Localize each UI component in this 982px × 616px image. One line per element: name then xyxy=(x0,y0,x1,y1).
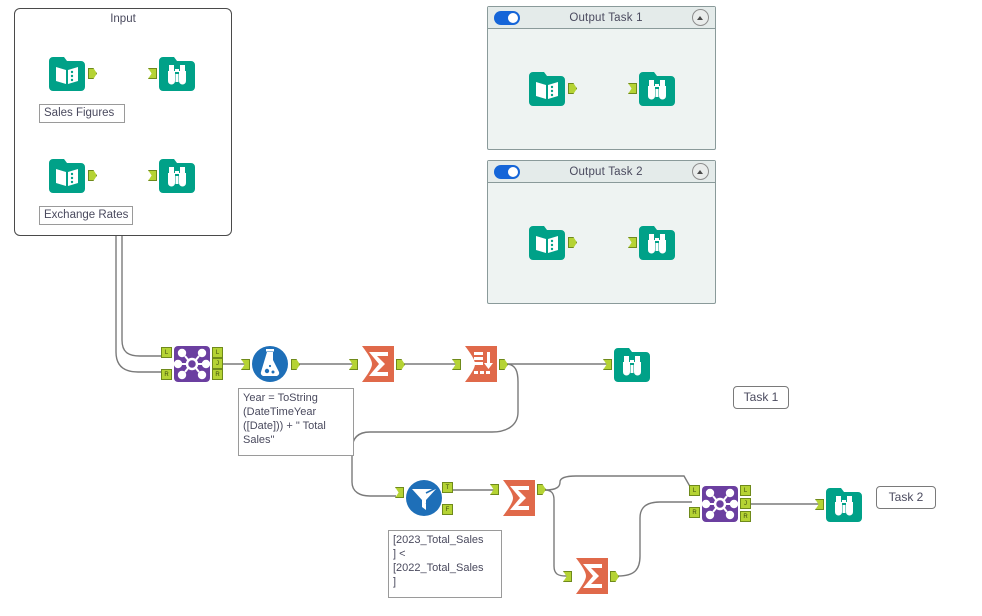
open-book-icon xyxy=(49,159,85,193)
filter-output-anchor-true[interactable]: T xyxy=(442,482,453,493)
wire-summarize3-to-join2-right xyxy=(617,501,692,577)
tool-browse-ot2[interactable] xyxy=(628,222,677,262)
container-output-task-2[interactable]: Output Task 2 xyxy=(487,160,716,304)
output-anchor[interactable] xyxy=(88,170,97,181)
label-task-1[interactable]: Task 1 xyxy=(733,386,789,409)
tool-join-2[interactable]: L R L J R xyxy=(689,484,751,524)
crosstab-icon xyxy=(465,346,497,382)
tool-input-data-ot2[interactable] xyxy=(527,222,577,262)
annotation-filter-expression[interactable]: [2023_Total_Sales ] < [2022_Total_Sales … xyxy=(388,530,502,598)
tool-browse-task-2[interactable] xyxy=(815,484,864,524)
annotation-formula-expression[interactable]: Year = ToString (DateTimeYear ([Date])) … xyxy=(238,388,354,456)
label-task-2[interactable]: Task 2 xyxy=(876,486,936,509)
container-output-task-1-header: Output Task 1 xyxy=(488,7,715,29)
output-anchor[interactable] xyxy=(396,359,405,370)
tool-filter-1[interactable]: T F xyxy=(395,478,453,518)
output-anchor[interactable] xyxy=(499,359,508,370)
join-output-anchor-join[interactable]: J xyxy=(212,358,223,369)
input-anchor[interactable] xyxy=(241,359,250,370)
container-input-title: Input xyxy=(110,13,136,25)
tool-input-data-ot1[interactable] xyxy=(527,68,577,108)
input-anchor[interactable] xyxy=(815,499,824,510)
tool-browse-exchange[interactable] xyxy=(148,155,197,195)
chevron-up-icon[interactable] xyxy=(692,9,709,26)
binoculars-icon xyxy=(159,57,195,91)
tool-input-data-sales[interactable] xyxy=(47,53,97,93)
join-hub-icon xyxy=(173,346,211,382)
label-exchange-rates[interactable]: Exchange Rates xyxy=(39,206,133,225)
container-output-task-2-header: Output Task 2 xyxy=(488,161,715,183)
output-anchor[interactable] xyxy=(537,484,546,495)
output-anchor[interactable] xyxy=(610,571,619,582)
join-output-anchor-right[interactable]: R xyxy=(212,369,223,380)
container-output-task-1-toggle[interactable] xyxy=(494,10,520,25)
tool-browse-task-1[interactable] xyxy=(603,344,652,384)
tool-summarize-2[interactable] xyxy=(490,478,546,518)
output-anchor[interactable] xyxy=(88,68,97,79)
wire-summarize2-to-summarize3 xyxy=(544,489,570,577)
join-input-anchor-right[interactable]: R xyxy=(161,369,172,380)
tool-browse-ot1[interactable] xyxy=(628,68,677,108)
open-book-icon xyxy=(529,72,565,106)
input-anchor[interactable] xyxy=(349,359,358,370)
label-sales-figures[interactable]: Sales Figures xyxy=(39,104,125,123)
join-input-anchor-left[interactable]: L xyxy=(161,347,172,358)
container-output-task-1[interactable]: Output Task 1 xyxy=(487,6,716,150)
binoculars-icon xyxy=(826,488,862,522)
input-anchor[interactable] xyxy=(395,487,404,498)
flask-icon xyxy=(252,346,288,382)
join-output-anchor-left[interactable]: L xyxy=(212,347,223,358)
join-hub-icon xyxy=(701,486,739,522)
binoculars-icon xyxy=(614,348,650,382)
tool-formula-1[interactable] xyxy=(241,344,300,384)
toggle-knob xyxy=(508,12,518,23)
tool-summarize-1[interactable] xyxy=(349,344,405,384)
output-anchor[interactable] xyxy=(291,359,300,370)
join2-input-anchor-right[interactable]: R xyxy=(689,507,700,518)
input-anchor[interactable] xyxy=(490,484,499,495)
output-anchor[interactable] xyxy=(568,237,577,248)
container-output-task-2-toggle[interactable] xyxy=(494,164,520,179)
tool-input-data-exchange[interactable] xyxy=(47,155,97,195)
sigma-icon xyxy=(362,346,394,382)
tool-join-1[interactable]: L R L J R xyxy=(161,344,223,384)
join2-input-anchor-left[interactable]: L xyxy=(689,485,700,496)
filter-output-anchor-false[interactable]: F xyxy=(442,504,453,515)
sigma-icon xyxy=(503,480,535,516)
tool-summarize-3[interactable] xyxy=(563,556,619,596)
open-book-icon xyxy=(529,226,565,260)
input-anchor[interactable] xyxy=(452,359,461,370)
binoculars-icon xyxy=(159,159,195,193)
container-output-task-2-title: Output Task 2 xyxy=(569,165,643,178)
sigma-icon xyxy=(576,558,608,594)
binoculars-icon xyxy=(639,72,675,106)
container-output-task-1-title: Output Task 1 xyxy=(569,11,643,24)
join2-output-anchor-right[interactable]: R xyxy=(740,511,751,522)
input-anchor[interactable] xyxy=(603,359,612,370)
wire-summarize2-to-join2-left xyxy=(544,475,693,491)
binoculars-icon xyxy=(639,226,675,260)
join2-output-anchor-left[interactable]: L xyxy=(740,485,751,496)
funnel-icon xyxy=(406,480,442,516)
chevron-up-icon[interactable] xyxy=(692,163,709,180)
tool-browse-sales[interactable] xyxy=(148,53,197,93)
join2-output-anchor-join[interactable]: J xyxy=(740,498,751,509)
toggle-knob xyxy=(508,166,518,177)
open-book-icon xyxy=(49,57,85,91)
output-anchor[interactable] xyxy=(568,83,577,94)
input-anchor[interactable] xyxy=(563,571,572,582)
tool-crosstab-1[interactable] xyxy=(452,344,508,384)
